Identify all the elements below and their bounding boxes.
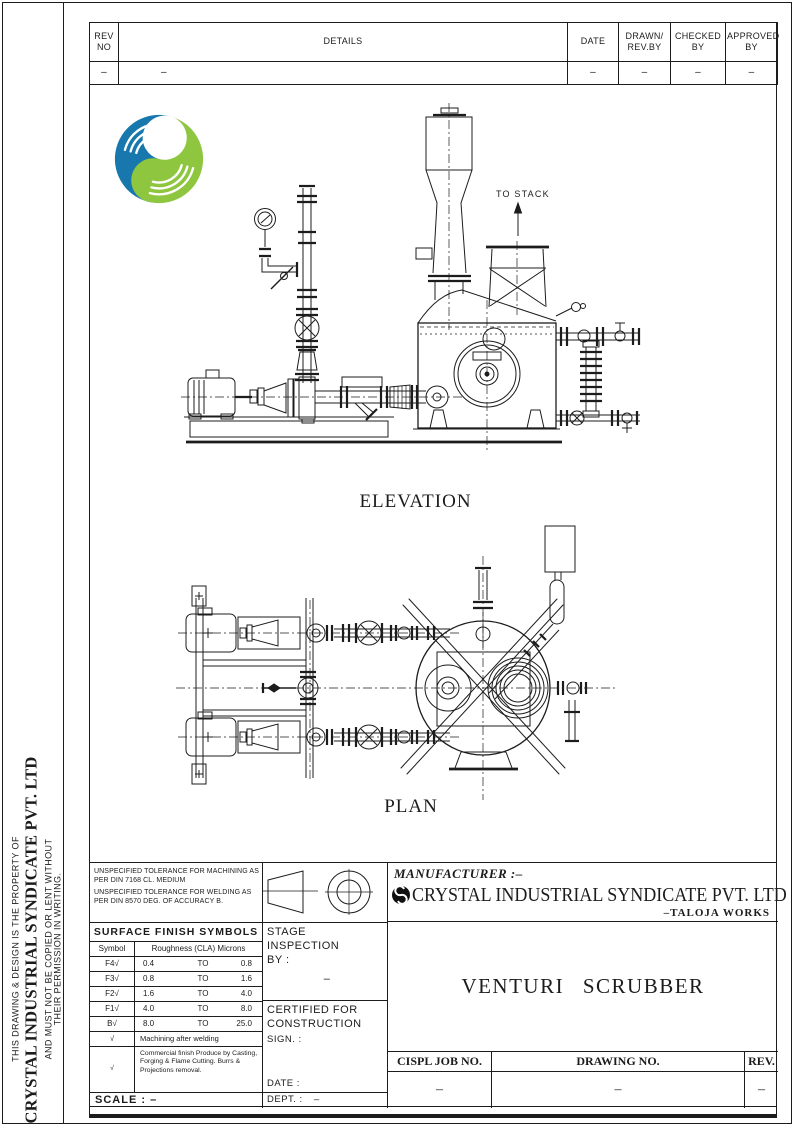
roughness-to-word: TO xyxy=(197,1019,209,1028)
details-value: – xyxy=(118,61,568,85)
roughness-from: 8.0 xyxy=(143,1019,155,1028)
roughness-to: 25.0 xyxy=(236,1019,252,1028)
check-symbol: √ xyxy=(90,1032,135,1046)
surface-finish-row: F1√ 4.0 TO 8.0 xyxy=(90,1002,263,1017)
finish-symbol: B√ xyxy=(90,1017,135,1031)
symbol-column-header: Symbol xyxy=(90,942,135,956)
tolerance-machining-note: UNSPECIFIED TOLERANCE FOR MACHINING AS P… xyxy=(94,868,259,885)
surface-finish-subheader: Symbol Roughness (CLA) Microns xyxy=(90,942,263,957)
roughness-from: 0.8 xyxy=(143,974,155,983)
projection-symbol-box xyxy=(263,863,388,923)
roughness-to: 8.0 xyxy=(240,1004,252,1013)
surface-finish-title: SURFACE FINISH SYMBOLS xyxy=(90,923,263,942)
property-notice-line1: THIS DRAWING & DESIGN IS THE PROPERTY OF xyxy=(10,836,21,1062)
rev-value: – xyxy=(758,1082,765,1097)
elevation-label: ELEVATION xyxy=(359,491,472,512)
rev-no-value: – xyxy=(89,61,119,85)
date-value: – xyxy=(567,61,619,85)
surface-finish-row: F3√ 0.8 TO 1.6 xyxy=(90,972,263,987)
property-notice-line4: THEIR PERMISSION IN WRITING. xyxy=(52,872,63,1026)
dept-label: DEPT. : xyxy=(267,1094,303,1105)
roughness-from: 4.0 xyxy=(143,1004,155,1013)
roughness-to-word: TO xyxy=(197,974,209,983)
roughness-to: 0.8 xyxy=(240,959,252,968)
rev-no-header: REV NO xyxy=(89,22,119,62)
manufacturer-works: –TALOJA WORKS xyxy=(663,907,770,919)
drawing-no-value: – xyxy=(492,1072,745,1108)
drawing-no-header: DRAWING NO. xyxy=(492,1052,745,1071)
roughness-to-word: TO xyxy=(197,959,209,968)
rev-header: REV. xyxy=(748,1054,775,1068)
surface-finish-row: F4√ 0.4 TO 0.8 xyxy=(90,957,263,972)
manufacturer-name: CRYSTAL INDUSTRIAL SYNDICATE PVT. LTD xyxy=(412,884,787,906)
commercial-note-text: Commercial finish Produce by Casting, Fo… xyxy=(140,1050,258,1074)
company-logo-icon xyxy=(114,114,204,204)
title-block: UNSPECIFIED TOLERANCE FOR MACHINING AS P… xyxy=(89,862,787,1108)
machining-note-text: Machining after welding xyxy=(140,1034,219,1043)
approved-by-header: APPROVED BY xyxy=(725,22,779,62)
roughness-to: 4.0 xyxy=(240,989,252,998)
manufacturer-label: MANUFACTURER :– xyxy=(394,866,523,881)
scale-value: – xyxy=(150,1094,158,1106)
certified-box: CERTIFIED FOR CONSTRUCTION SIGN. : DATE … xyxy=(263,1001,388,1093)
details-header: DETAILS xyxy=(118,22,568,62)
date-label: DATE : xyxy=(267,1078,300,1090)
by-value: – xyxy=(323,973,331,986)
tolerance-welding-note: UNSPECIFIED TOLERANCE FOR WELDING AS PER… xyxy=(94,889,252,906)
surface-finish-row: B√ 8.0 TO 25.0 xyxy=(90,1017,263,1032)
roughness-from: 0.4 xyxy=(143,959,155,968)
roughness-from: 1.6 xyxy=(143,989,155,998)
finish-symbol: F4√ xyxy=(90,957,135,971)
machining-after-welding-row: √ Machining after welding xyxy=(90,1032,263,1047)
finish-symbol: F3√ xyxy=(90,972,135,986)
stage-inspection-box: STAGE INSPECTION BY : – xyxy=(263,923,388,1001)
to-stack-label: TO STACK xyxy=(496,189,550,199)
plan-label: PLAN xyxy=(384,796,438,817)
stage-line2: INSPECTION xyxy=(267,939,340,952)
surface-finish-row: F2√ 1.6 TO 4.0 xyxy=(90,987,263,1002)
by-label: BY : xyxy=(267,953,290,966)
job-table: CISPL JOB NO. DRAWING NO. REV. – – – xyxy=(388,1052,778,1108)
roughness-column-header: Roughness (CLA) Microns xyxy=(151,944,246,953)
dept-value: – xyxy=(313,1094,320,1105)
checked-by-header: CHECKED BY xyxy=(670,22,726,62)
commercial-finish-row: √ Commercial finish Produce by Casting, … xyxy=(90,1047,263,1093)
drawing-title: VENTURI SCRUBBER xyxy=(388,922,778,1052)
approved-by-value: – xyxy=(725,61,778,85)
sign-label: SIGN. : xyxy=(267,1033,302,1045)
manufacturer-logo-icon xyxy=(392,885,410,905)
drawn-by-header: DRAWN/ REV.BY xyxy=(618,22,671,62)
certified-line1: CERTIFIED FOR xyxy=(267,1004,358,1016)
dept-row: DEPT. : – xyxy=(263,1093,388,1108)
manufacturer-box: MANUFACTURER :– CRYSTAL INDUSTRIAL SYNDI… xyxy=(388,863,787,922)
certified-line2: CONSTRUCTION xyxy=(267,1017,362,1030)
roughness-to: 1.6 xyxy=(240,974,252,983)
roughness-to-word: TO xyxy=(197,1004,209,1013)
revision-table: REV NO DETAILS DATE DRAWN/ REV.BY CHECKE… xyxy=(89,22,779,85)
tolerance-notes: UNSPECIFIED TOLERANCE FOR MACHINING AS P… xyxy=(90,863,263,923)
finish-symbol: F2√ xyxy=(90,987,135,1001)
date-header: DATE xyxy=(567,22,619,62)
checked-by-value: – xyxy=(670,61,726,85)
job-no-header: CISPL JOB NO. xyxy=(388,1052,492,1071)
property-notice-line2: CRYSTAL INDUSTRIAL SYNDICATE PVT. LTD xyxy=(21,756,41,1124)
scale-label: SCALE : xyxy=(95,1094,146,1106)
roughness-to-word: TO xyxy=(197,989,209,998)
scale-row: SCALE : – xyxy=(90,1093,263,1108)
stage-line1: STAGE xyxy=(267,926,306,938)
finish-symbol: F1√ xyxy=(90,1002,135,1016)
property-strip-divider xyxy=(63,2,64,1124)
job-no-value: – xyxy=(388,1072,492,1108)
check-symbol: √ xyxy=(90,1047,135,1092)
drawn-by-value: – xyxy=(618,61,671,85)
